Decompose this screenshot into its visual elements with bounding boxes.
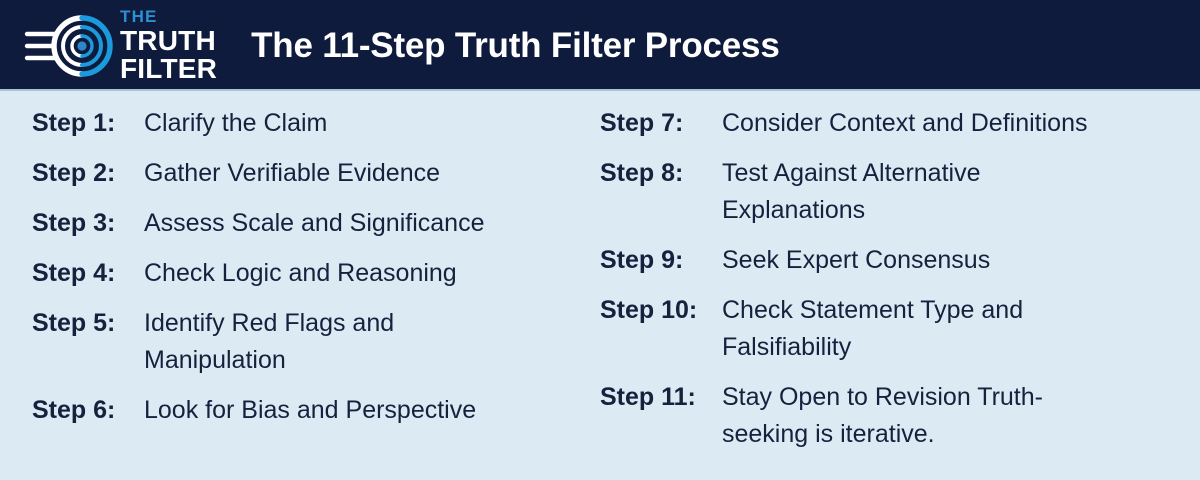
step-item-7: Step 7: Consider Context and Definitions xyxy=(600,105,1190,142)
step-text-9: Seek Expert Consensus xyxy=(722,246,991,274)
brand-word-the: THE xyxy=(120,7,158,27)
step-text-3: Assess Scale and Significance xyxy=(144,209,485,237)
step-item-1: Step 1: Clarify the Claim xyxy=(32,105,592,142)
step-text-2: Gather Verifiable Evidence xyxy=(144,159,441,187)
brand-word-truth: TRUTH xyxy=(120,25,216,57)
step-label-2: Step 2: xyxy=(32,159,116,187)
step-item-9: Step 9: Seek Expert Consensus xyxy=(600,242,1190,279)
brand-word-filter: FILTER xyxy=(120,52,218,84)
step-text-5: Identify Red Flags and Manipulation xyxy=(144,309,395,374)
step-text-1: Clarify the Claim xyxy=(144,109,328,137)
step-text-8: Test Against Alternative Explanations xyxy=(722,159,981,224)
step-label-1: Step 1: xyxy=(32,109,116,137)
step-text-4: Check Logic and Reasoning xyxy=(144,259,457,287)
step-text-6: Look for Bias and Perspective xyxy=(144,396,477,424)
step-item-2: Step 2: Gather Verifiable Evidence xyxy=(32,155,592,192)
step-item-11: Step 11: Stay Open to Revision Truth- se… xyxy=(600,379,1190,453)
step-item-8: Step 8: Test Against Alternative Explana… xyxy=(600,155,1190,229)
truth-filter-lens-icon xyxy=(24,14,113,77)
page-title: The 11-Step Truth Filter Process xyxy=(251,25,780,65)
step-item-6: Step 6: Look for Bias and Perspective xyxy=(32,392,592,429)
steps-column-right: Step 7: Consider Context and Definitions… xyxy=(600,105,1190,466)
step-label-4: Step 4: xyxy=(32,259,116,287)
header-bar: THE TRUTH FILTER The 11-Step Truth Filte… xyxy=(0,0,1200,91)
step-label-9: Step 9: xyxy=(600,246,684,274)
step-label-11: Step 11: xyxy=(600,383,696,411)
step-label-3: Step 3: xyxy=(32,209,116,237)
step-text-7: Consider Context and Definitions xyxy=(722,109,1088,137)
step-label-7: Step 7: xyxy=(600,109,684,137)
step-item-10: Step 10: Check Statement Type and Falsif… xyxy=(600,292,1190,366)
step-label-6: Step 6: xyxy=(32,396,116,424)
step-text-10: Check Statement Type and Falsifiability xyxy=(722,296,1024,361)
brand-wordmark: THE TRUTH FILTER xyxy=(120,8,217,82)
step-label-5: Step 5: xyxy=(32,309,116,337)
step-item-3: Step 3: Assess Scale and Significance xyxy=(32,205,592,242)
step-label-8: Step 8: xyxy=(600,159,684,187)
brand-logo[interactable]: THE TRUTH FILTER xyxy=(24,8,217,82)
steps-column-left: Step 1: Clarify the Claim Step 2: Gather… xyxy=(32,105,592,442)
steps-content: Step 1: Clarify the Claim Step 2: Gather… xyxy=(0,91,1200,480)
step-label-10: Step 10: xyxy=(600,296,698,324)
step-item-4: Step 4: Check Logic and Reasoning xyxy=(32,255,592,292)
step-item-5: Step 5: Identify Red Flags and Manipulat… xyxy=(32,305,592,379)
step-text-11: Stay Open to Revision Truth- seeking is … xyxy=(722,383,1043,448)
